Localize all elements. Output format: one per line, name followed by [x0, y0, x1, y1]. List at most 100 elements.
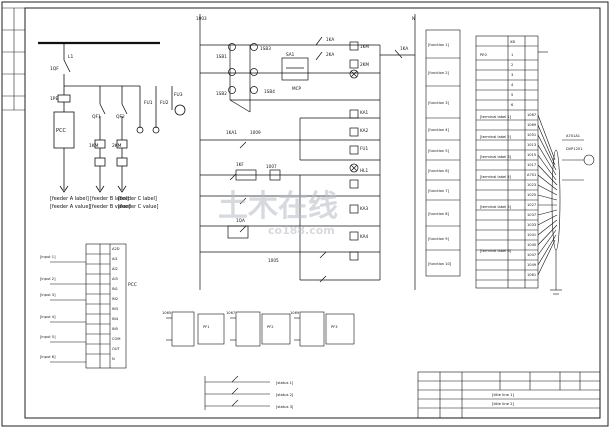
svg-text:[input 1]: [input 1] — [40, 255, 56, 259]
svg-text:IN3: IN3 — [112, 307, 118, 311]
svg-text:[input 3]: [input 3] — [40, 293, 56, 297]
function-label: [function 1] — [428, 43, 450, 47]
terminal-row-labels: XB PE0 1 2 3 4 5 6 1067 1069 1051 1013 1… — [480, 40, 582, 277]
plc-module — [50, 243, 127, 369]
svg-text:2: 2 — [511, 63, 513, 67]
svg-text:1KF: 1KF — [236, 162, 244, 167]
svg-text:1009: 1009 — [250, 130, 261, 135]
svg-text:IN5: IN5 — [112, 327, 118, 331]
svg-text:FU1: FU1 — [144, 100, 153, 106]
plc-side-labels: [input 1] [input 2] [input 3] [input 4] … — [40, 255, 56, 359]
svg-text:1007: 1007 — [266, 164, 277, 169]
svg-text:QF2: QF2 — [116, 114, 125, 120]
svg-text:1KA: 1KA — [326, 37, 334, 42]
svg-text:N: N — [412, 16, 415, 21]
feeder-c-value: [feeder C value] — [118, 204, 158, 210]
svg-text:HL1: HL1 — [360, 168, 368, 173]
svg-text:L1: L1 — [68, 54, 73, 60]
svg-text:[input 5]: [input 5] — [40, 335, 56, 339]
status-ladder — [204, 375, 270, 410]
inner-frame — [24, 7, 601, 419]
svg-text:1KA1: 1KA1 — [226, 130, 237, 135]
svg-text:1025: 1025 — [527, 193, 536, 197]
svg-text:IN4: IN4 — [112, 317, 119, 321]
left-margin-strip — [2, 7, 25, 111]
svg-text:1KM: 1KM — [89, 143, 99, 149]
svg-text:IN1: IN1 — [112, 287, 118, 291]
svg-text:AI3: AI3 — [112, 277, 118, 281]
terminal-label: [terminal label 2] — [480, 135, 512, 139]
relay-module-labels: PF1 PF2 PF3 1065 1067 1069 — [162, 311, 338, 329]
function-label: [function 3] — [428, 101, 450, 105]
svg-text:OUT: OUT — [112, 347, 120, 351]
svg-text:5: 5 — [511, 93, 513, 97]
svg-text:XB: XB — [510, 40, 515, 44]
svg-text:FU3: FU3 — [174, 92, 183, 98]
svg-text:1033: 1033 — [527, 223, 536, 227]
svg-text:1051: 1051 — [527, 133, 536, 137]
title-block — [417, 371, 601, 419]
plc-labels: A2D AI1 AI2 AI3 IN1 IN2 IN3 IN4 IN5 COM … — [112, 247, 137, 361]
svg-text:3: 3 — [511, 73, 513, 77]
svg-text:1QA: 1QA — [236, 218, 245, 223]
svg-text:QF1: QF1 — [92, 114, 101, 120]
svg-text:1041: 1041 — [527, 233, 536, 237]
svg-text:1045: 1045 — [527, 243, 536, 247]
feeder-b-value: [feeder B value] — [90, 204, 130, 210]
svg-text:A701A1: A701A1 — [566, 134, 580, 138]
svg-text:1023: 1023 — [527, 183, 536, 187]
svg-text:1KM: 1KM — [360, 44, 369, 49]
status-labels: [status 1] [status 2] [status 3] — [276, 381, 294, 409]
svg-text:PF1: PF1 — [203, 325, 210, 329]
svg-text:1047: 1047 — [527, 253, 536, 257]
svg-text:1013: 1013 — [527, 143, 536, 147]
svg-text:AI2: AI2 — [112, 267, 118, 271]
status-label: [status 1] — [276, 381, 294, 385]
feeder-c-label: [feeder C label] — [118, 196, 157, 202]
svg-text:1005: 1005 — [268, 258, 279, 263]
svg-text:2KM: 2KM — [112, 143, 122, 149]
svg-text:KA1: KA1 — [360, 110, 369, 115]
svg-text:1SB2: 1SB2 — [216, 91, 227, 96]
function-label: [function 5] — [428, 149, 450, 153]
svg-text:KA2: KA2 — [360, 128, 369, 133]
svg-text:IN2: IN2 — [112, 297, 118, 301]
svg-text:1QF: 1QF — [50, 66, 59, 72]
svg-text:1027: 1027 — [527, 203, 536, 207]
svg-text:1SB4: 1SB4 — [264, 89, 275, 94]
svg-text:1067: 1067 — [527, 113, 536, 117]
svg-text:4: 4 — [511, 83, 514, 87]
svg-text:DVP1201: DVP1201 — [566, 147, 582, 151]
terminal-label: [terminal label 6] — [480, 249, 512, 253]
feeder-captions: [feeder A label] [feeder A value] [feede… — [50, 196, 158, 210]
svg-text:FU1: FU1 — [360, 146, 368, 151]
svg-text:[input 4]: [input 4] — [40, 315, 56, 319]
control-ladder — [199, 14, 416, 290]
svg-text:PF2: PF2 — [267, 325, 274, 329]
status-label: [status 2] — [276, 393, 294, 397]
svg-text:FU2: FU2 — [160, 100, 169, 106]
function-label: [function 6] — [428, 169, 450, 173]
terminal-block-table — [475, 35, 595, 295]
svg-text:KA4: KA4 — [360, 234, 369, 239]
svg-text:1003: 1003 — [196, 16, 207, 21]
function-label: [function 2] — [428, 71, 450, 75]
svg-text:1049: 1049 — [527, 263, 537, 267]
title-block-text: [title line 1] [title line 2] — [492, 392, 515, 406]
title-line-1: [title line 1] — [492, 392, 515, 397]
svg-text:PE0: PE0 — [480, 53, 487, 57]
svg-text:PCC: PCC — [56, 128, 67, 134]
function-label: [function 10] — [428, 262, 452, 266]
function-label: [function 7] — [428, 189, 450, 193]
power-circuit — [38, 41, 186, 193]
feeder-b-label: [feeder B label] — [90, 196, 129, 202]
watermark: 土木在线 co188.com — [218, 189, 338, 237]
watermark-sub: co188.com — [268, 224, 335, 237]
terminal-label: [terminal label 5] — [480, 205, 512, 209]
function-label: [function 8] — [428, 212, 450, 216]
terminal-side-labels: [terminal label 1] [terminal label 2] [t… — [480, 115, 512, 253]
svg-text:1069: 1069 — [290, 311, 300, 315]
svg-text:1069: 1069 — [527, 123, 537, 127]
feeder-a-value: [feeder A value] — [50, 204, 90, 210]
